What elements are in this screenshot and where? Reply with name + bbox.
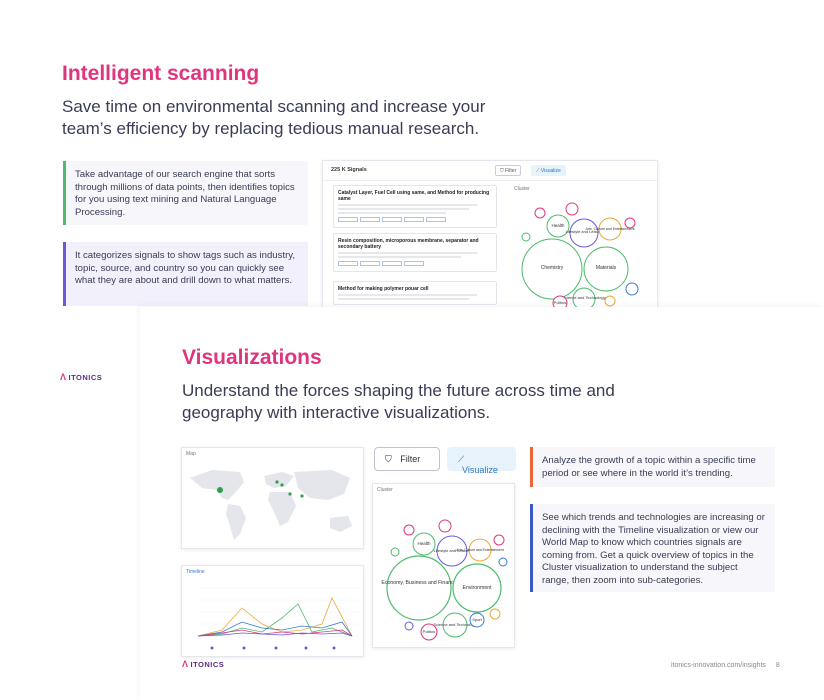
signal-title: Resin composition, microporous membrane,… xyxy=(338,238,479,250)
signal-card[interactable]: Method for making polymer pouar cell xyxy=(333,281,497,305)
cluster-panel: Cluster Economy, Business and Finance En… xyxy=(372,483,515,648)
section-title-intelligent-scanning: Intelligent scanning xyxy=(62,62,260,85)
map-marker[interactable] xyxy=(300,494,304,498)
section-lead-visualizations: Understand the forces shaping the future… xyxy=(182,381,615,422)
callout-timeline-growth: Analyze the growth of a topic within a s… xyxy=(530,447,775,487)
callout-accent-bar xyxy=(63,242,66,306)
signal-card[interactable]: Resin composition, microporous membrane,… xyxy=(333,233,497,272)
footer-url[interactable]: itonics-innovation.com/insights 8 xyxy=(671,662,780,669)
map-label: Map xyxy=(186,451,196,457)
bubble-label-politics: Politics xyxy=(554,300,567,305)
callout-accent-bar xyxy=(530,504,533,592)
bubble-label-sport: Sport xyxy=(472,617,482,622)
callout-text: Analyze the growth of a topic within a s… xyxy=(542,455,756,479)
callout-accent-bar xyxy=(63,161,66,225)
cluster-bubble-chart-small: Cluster Chemistry Materials Health Lifes… xyxy=(514,186,639,309)
visualize-button[interactable]: ⟋ Visualize xyxy=(447,447,516,475)
page-number: 8 xyxy=(775,662,780,669)
bubble-label-health: Health xyxy=(551,223,565,228)
visualize-button[interactable]: ⟋ Visualize xyxy=(531,165,566,176)
chart-icon: ⟋ xyxy=(458,454,465,464)
cluster-panel-title: Cluster xyxy=(514,186,530,192)
visualize-button-label: Visualize xyxy=(462,465,498,475)
map-marker[interactable] xyxy=(217,487,223,493)
map-marker[interactable] xyxy=(275,480,279,484)
callout-text: It categorizes signals to show tags such… xyxy=(75,250,296,286)
bubble-label-politics: Politics xyxy=(423,629,436,634)
signal-card[interactable]: Catalyst Layer, Fuel Cell using same, an… xyxy=(333,185,497,228)
filter-icon: ⛉ xyxy=(385,454,392,464)
section-title-visualizations: Visualizations xyxy=(182,346,322,369)
bubble-label-science: Science and Technology xyxy=(433,622,476,627)
filter-button[interactable]: ⛉ Filter xyxy=(495,165,522,176)
bubble-label-chemistry: Chemistry xyxy=(541,265,564,271)
callout-text: See which trends and technologies are in… xyxy=(542,512,765,586)
bubble-label-arts: Arts, Culture and Entertainment xyxy=(456,548,504,552)
signal-title: Catalyst Layer, Fuel Cell using same, an… xyxy=(338,190,490,202)
callout-text: Take advantage of our search engine that… xyxy=(75,169,295,218)
signals-screenshot: 225 K Signals ⛉ Filter ⟋ Visualize Catal… xyxy=(322,160,658,310)
filter-button-label: Filter xyxy=(400,454,421,464)
map-marker[interactable] xyxy=(288,492,292,496)
callout-trends: See which trends and technologies are in… xyxy=(530,504,775,592)
bubble-label-lifestyle: Lifestyle and Leisure xyxy=(434,548,471,553)
world-map-panel: Map xyxy=(181,447,364,549)
cluster-label: Cluster xyxy=(377,487,393,493)
world-map-graphic xyxy=(190,470,352,540)
bubble-label-science: Science and Technology xyxy=(562,295,605,300)
cluster-bubble-chart: Economy, Business and Finance Environmen… xyxy=(381,519,508,641)
callout-search-engine: Take advantage of our search engine that… xyxy=(63,161,308,225)
signals-count: 225 K Signals xyxy=(331,167,367,173)
timeline-label: Timeline xyxy=(186,569,205,575)
bubble-label-health: Health xyxy=(417,541,431,546)
callout-accent-bar xyxy=(530,447,533,487)
bubble-label-lifestyle: Lifestyle and Leisure xyxy=(566,229,603,234)
map-marker[interactable] xyxy=(280,483,284,487)
section-lead-intelligent-scanning: Save time on environmental scanning and … xyxy=(62,97,486,138)
bubble-label-materials: Materials xyxy=(596,265,617,271)
timeline-chart xyxy=(197,587,358,650)
logo-triangle-icon: Λ xyxy=(60,372,67,382)
bubble-label-economy: Economy, Business and Finance xyxy=(381,580,456,586)
signals-toolbar: 225 K Signals ⛉ Filter ⟋ Visualize xyxy=(323,161,657,181)
bubble-label-arts: Arts, Culture and Entertainment xyxy=(585,227,634,231)
logo-triangle-icon: Λ xyxy=(182,659,189,669)
timeline-panel: Timeline xyxy=(181,565,364,657)
bubble-label-environment: Environment xyxy=(462,585,492,591)
callout-categorizes: It categorizes signals to show tags such… xyxy=(63,242,308,306)
filter-button[interactable]: ⛉ Filter xyxy=(374,447,440,471)
signal-title: Method for making polymer pouar cell xyxy=(338,286,429,292)
